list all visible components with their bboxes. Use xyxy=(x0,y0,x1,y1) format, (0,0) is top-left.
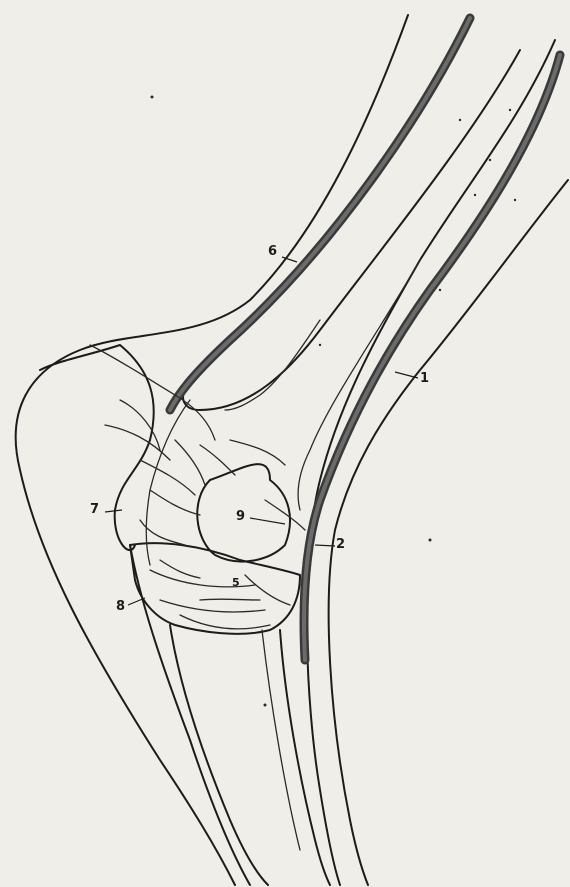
label-2: 2 xyxy=(336,538,345,551)
pointer-9 xyxy=(250,518,285,524)
anterior-outer-contour xyxy=(329,180,568,885)
paper-speckles xyxy=(151,96,517,707)
vessel-1-core xyxy=(304,55,560,660)
label-9: 9 xyxy=(236,510,245,523)
label-6: 6 xyxy=(268,245,277,258)
humerus-anterior-edge xyxy=(298,260,420,510)
label-5: 5 xyxy=(232,577,240,588)
label-8: 8 xyxy=(116,600,125,613)
vessel-6 xyxy=(170,18,470,410)
label-7: 7 xyxy=(90,503,99,516)
radius-shaft xyxy=(280,630,330,885)
label-1: 1 xyxy=(420,372,429,385)
ulna-shaft xyxy=(130,545,250,885)
olecranon-outline xyxy=(40,345,154,550)
posterior-skin-contour xyxy=(16,15,408,885)
pointer-7 xyxy=(105,510,122,512)
ulna-inner xyxy=(170,625,268,885)
radial-head-region xyxy=(130,543,300,634)
pointer-1 xyxy=(395,372,418,378)
